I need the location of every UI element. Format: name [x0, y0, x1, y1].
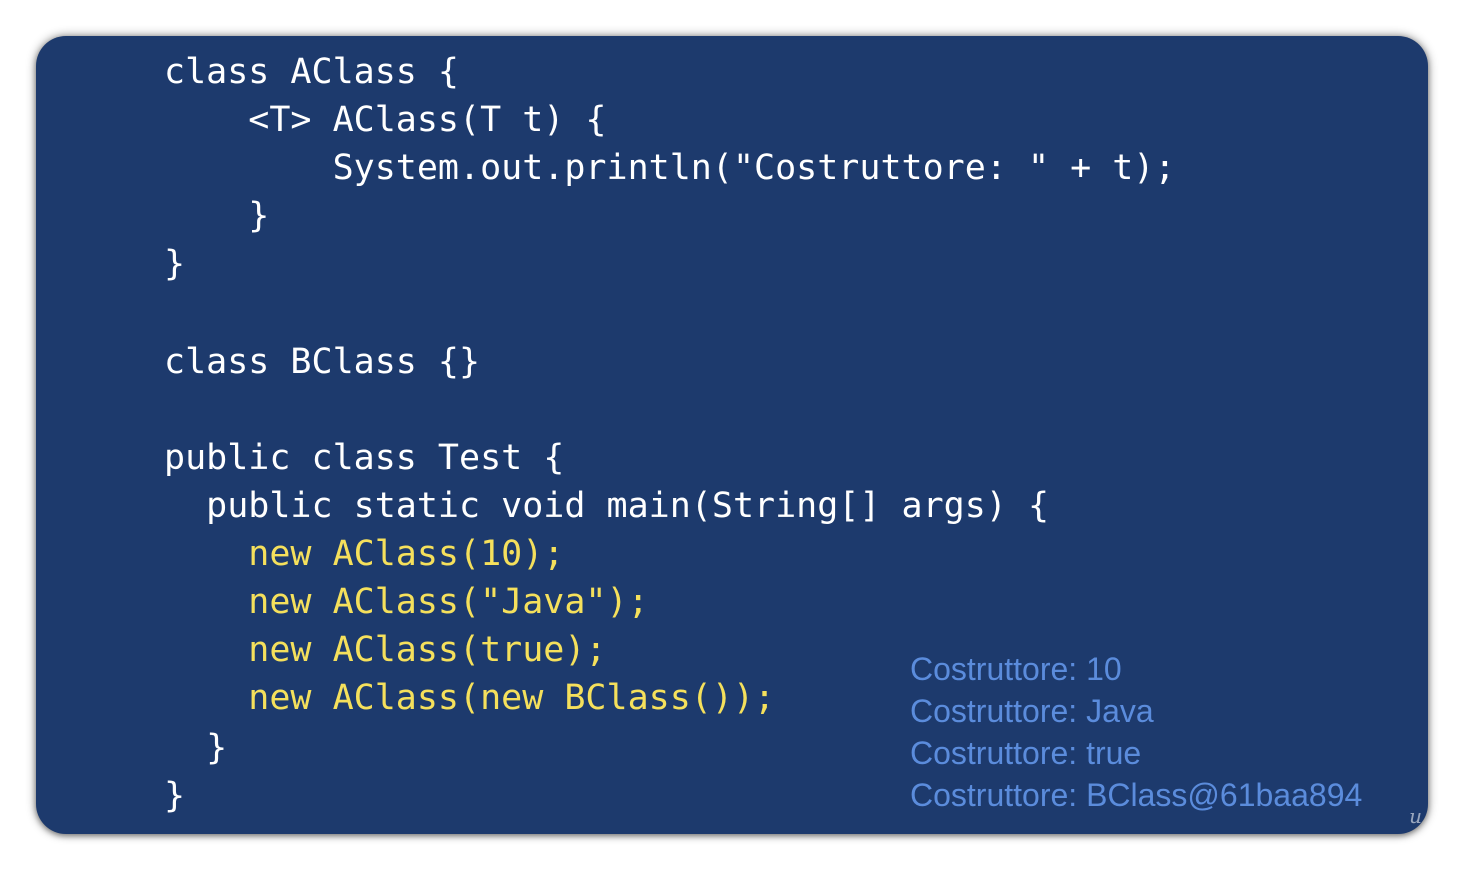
code-line: <T> AClass(T t) { — [164, 100, 607, 140]
code-line-highlighted: new AClass("Java"); — [164, 582, 649, 622]
code-line: class BClass {} — [164, 342, 481, 382]
code-line-highlighted: new AClass(new BClass()); — [164, 678, 776, 718]
code-line: System.out.println("Costruttore: " + t); — [164, 148, 1176, 188]
code-line: public class Test { — [164, 438, 565, 478]
output-line: Costruttore: true — [910, 735, 1142, 771]
code-line: } — [164, 776, 186, 816]
code-line: class AClass { — [164, 52, 460, 92]
output-line: Costruttore: 10 — [910, 651, 1122, 687]
code-line-highlighted: new AClass(true); — [164, 630, 607, 670]
code-line: public static void main(String[] args) { — [164, 486, 1050, 526]
code-line: } — [164, 196, 270, 236]
output-line: Costruttore: Java — [910, 693, 1154, 729]
code-line: } — [164, 244, 186, 284]
code-line: } — [164, 728, 228, 768]
console-output: Costruttore: 10 Costruttore: Java Costru… — [910, 648, 1362, 816]
code-line-highlighted: new AClass(10); — [164, 534, 565, 574]
code-slide: class AClass { <T> AClass(T t) { System.… — [36, 36, 1428, 834]
output-line: Costruttore: BClass@61baa894 — [910, 777, 1363, 813]
udemy-logo-watermark: u — [1409, 804, 1422, 828]
